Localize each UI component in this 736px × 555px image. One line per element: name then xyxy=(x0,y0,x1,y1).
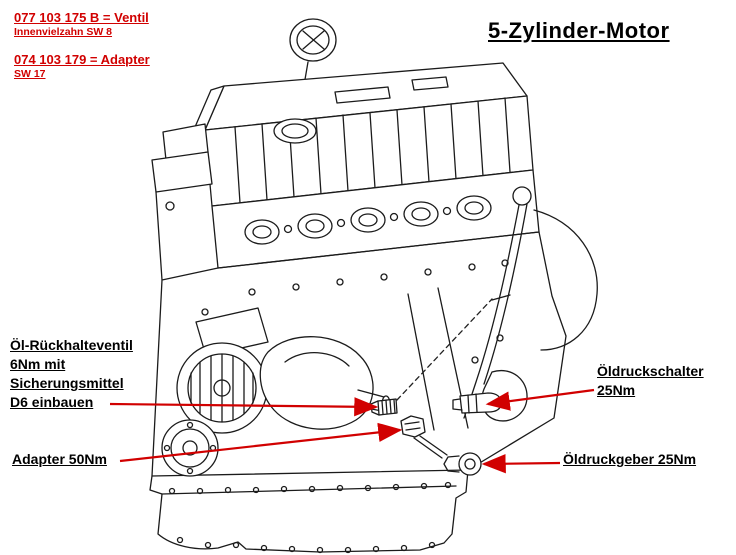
arrow-oil-pressure-switch xyxy=(485,388,595,411)
timing-drive-pulley xyxy=(176,307,269,434)
arrow-oil-pressure-sender xyxy=(481,454,561,474)
arrow-oil-retention-valve xyxy=(109,397,379,417)
oil-pan xyxy=(149,469,469,554)
adapter-part-number: 074 103 179 = Adapter xyxy=(14,52,150,67)
arrow-adapter xyxy=(119,422,403,463)
crank-pulley xyxy=(161,419,219,477)
cam-end-housing xyxy=(151,123,213,281)
dashed-leader-line xyxy=(396,298,493,401)
callout-line: 25Nm xyxy=(597,382,636,398)
cylinder-head xyxy=(211,169,540,269)
callout-line: Öl-Rückhalteventil xyxy=(10,337,133,353)
callout-line: Adapter 50Nm xyxy=(12,451,107,467)
oil-filler-cap xyxy=(289,18,337,127)
valve-cover xyxy=(191,62,534,207)
note-adapter-part-number: 074 103 179 = Adapter SW 17 xyxy=(14,52,150,80)
adapter-part xyxy=(400,415,448,459)
annotation-arrows xyxy=(109,388,595,474)
callout-line: 6Nm mit xyxy=(10,356,66,372)
callout-line: D6 einbauen xyxy=(10,394,94,410)
oil-pressure-sender-part xyxy=(443,452,482,476)
valve-tool-size: Innenvielzahn SW 8 xyxy=(14,26,113,38)
valve-part-number: 077 103 175 B = Ventil xyxy=(14,10,149,25)
callout-oil-pressure-sender: Öldruckgeber 25Nm xyxy=(563,450,696,469)
callout-oil-retention-valve: Öl-Rückhalteventil 6Nm mit Sicherungsmit… xyxy=(10,336,133,412)
note-valve-part-number: 077 103 175 B = Ventil Innenvielzahn SW … xyxy=(14,10,149,38)
callout-line: Sicherungsmittel xyxy=(10,375,124,391)
page-title: 5-Zylinder-Motor xyxy=(488,18,670,43)
callout-adapter: Adapter 50Nm xyxy=(12,450,107,469)
adapter-tool-size: SW 17 xyxy=(14,68,46,80)
water-pump-housing xyxy=(259,336,391,430)
oil-retention-valve-part xyxy=(370,398,398,416)
callout-line: Öldruckschalter xyxy=(597,363,704,379)
callout-line: Öldruckgeber 25Nm xyxy=(563,451,697,467)
callout-oil-pressure-switch: Öldruckschalter 25Nm xyxy=(597,362,704,400)
